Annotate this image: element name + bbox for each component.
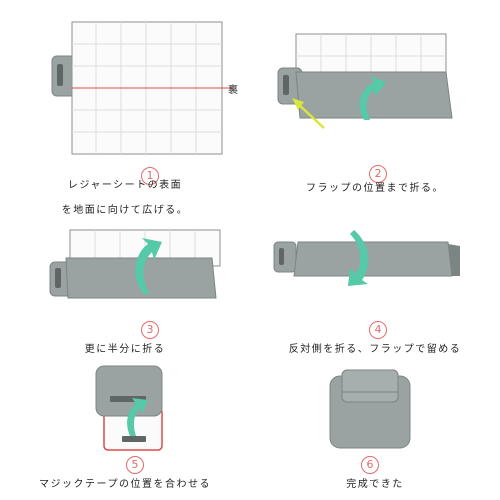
step-1: 裏 1 レジャーシートの表面 を地面に向けて広げる。 <box>0 0 250 216</box>
step-caption-line: 完成できた <box>346 479 404 490</box>
step-4: 4 反対側を折る、フラップで留める <box>250 166 500 355</box>
step-number-badge: 5 <box>126 456 144 474</box>
open-sheet-icon <box>51 21 232 155</box>
step-number-badge: 3 <box>141 321 159 339</box>
step-caption-line: レジャーシートの表面 <box>67 180 183 191</box>
fold-other-side-icon <box>273 230 460 286</box>
step-number-badge: 1 <box>141 167 159 185</box>
back-side-label: 裏 <box>228 85 238 96</box>
step-5: 5 マジックテープの位置を合わせる <box>0 332 250 498</box>
step-caption-line: マジックテープの位置を合わせる <box>39 479 211 490</box>
step-number-badge: 4 <box>369 321 387 339</box>
step-2: 2 フラップの位置まで折る。 <box>250 0 500 194</box>
align-velcro-icon <box>95 365 163 451</box>
fold-to-flap-icon <box>277 33 453 129</box>
step-number-badge: 2 <box>369 165 387 183</box>
fold-half-icon <box>49 229 221 299</box>
finished-pack-icon <box>329 369 411 449</box>
step-number-badge: 6 <box>361 456 379 474</box>
step-caption-line: を地面に向けて広げる。 <box>61 205 189 216</box>
step-caption-line: フラップの位置まで折る。 <box>306 183 444 194</box>
step-caption-line: 更に半分に折る <box>84 344 166 355</box>
step-6: 6 完成できた <box>250 332 500 498</box>
step-caption-line: 反対側を折る、フラップで留める <box>288 344 462 355</box>
step-3: 3 更に半分に折る <box>0 166 250 355</box>
